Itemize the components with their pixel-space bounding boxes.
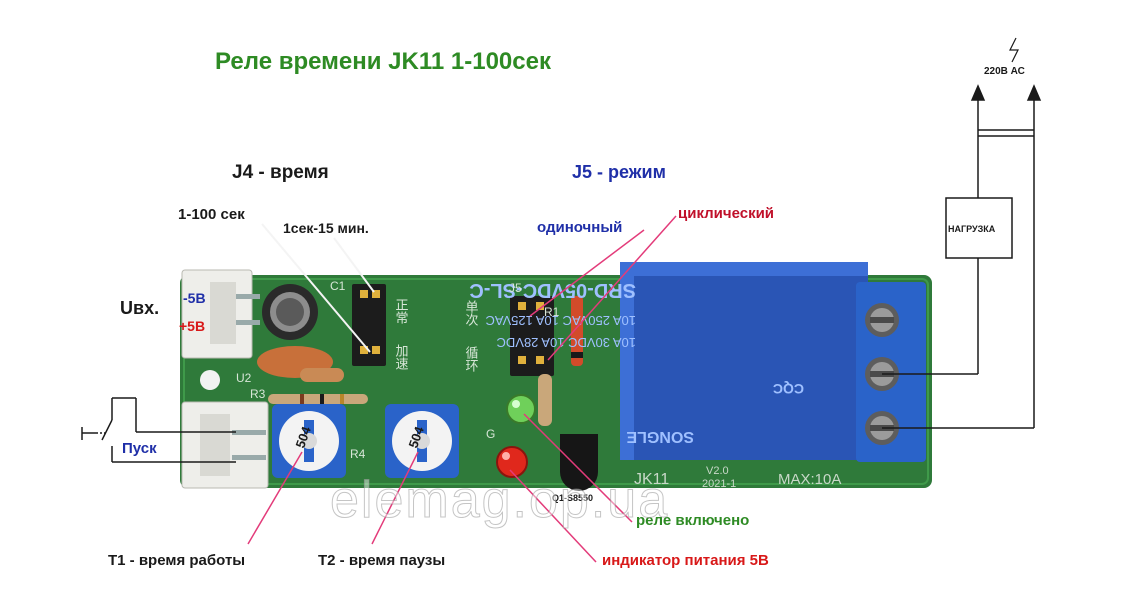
- potentiometer-t2: [385, 404, 459, 478]
- label-input-voltage: Uвх.: [120, 298, 160, 318]
- silk-g: G: [486, 427, 495, 441]
- relay-model: SRD-05VDC-SL-C: [469, 279, 636, 301]
- load-box: [945, 197, 1013, 259]
- pointer-lines-pink: [247, 215, 677, 563]
- transistor-q1: [560, 434, 598, 491]
- silk-u2: U2: [236, 371, 252, 385]
- label-transistor: Q1-S8550: [552, 493, 594, 503]
- jumper-j4: [352, 284, 386, 366]
- label-t1: Т1 - время работы: [108, 552, 246, 569]
- page-title: Реле времени JK11 1-100сек: [215, 48, 551, 75]
- label-t2: Т2 - время паузы: [318, 552, 446, 569]
- pcb-board-edge: [183, 278, 929, 485]
- label-mains: 220В АС: [984, 66, 1025, 77]
- silk-c1: C1: [330, 279, 346, 293]
- pointer-lines-black: [261, 223, 375, 353]
- label-range-1-100: 1-100 сек: [178, 206, 245, 223]
- silk-r4: R4: [350, 447, 366, 461]
- label-start: Пуск: [122, 440, 157, 457]
- relay-rating-2: 10A 30VDC 10A 28VDC: [497, 335, 636, 350]
- silk-j5: J5: [509, 281, 522, 295]
- diode: [571, 296, 583, 366]
- terminal-block: [856, 282, 926, 462]
- start-switch-symbol: [81, 397, 236, 463]
- label-power-indicator: индикатор питания 5В: [602, 552, 769, 569]
- potentiometer-t1: [272, 404, 346, 478]
- resistor-r3: [268, 394, 368, 404]
- board-date: 2021-1: [702, 478, 736, 490]
- silk-cn-speed: 加速: [393, 344, 409, 370]
- silk-cn-single: 单次: [463, 300, 479, 326]
- silk-r3: R3: [250, 387, 266, 401]
- resistor-r1: [538, 374, 552, 426]
- relay: [620, 262, 868, 460]
- label-minus-5v: -5В: [183, 290, 206, 306]
- label-load: НАГРУЗКА: [948, 224, 996, 234]
- board-max: MAX:10A: [778, 471, 841, 488]
- mounting-hole: [200, 370, 220, 390]
- silk-cn-normal: 正常: [393, 298, 409, 324]
- label-single-mode: одиночный: [537, 219, 623, 236]
- pot-t1-code: 504: [292, 424, 314, 450]
- board-name: JK11: [634, 471, 669, 488]
- label-plus-5v: +5В: [179, 318, 206, 334]
- label-relay-on: реле включено: [636, 512, 750, 529]
- label-cyclic-mode: циклический: [678, 205, 775, 222]
- board-version: V2.0: [706, 465, 729, 477]
- label-j4: J4 - время: [232, 162, 329, 183]
- label-range-1s-15min: 1сек-15 мин.: [283, 220, 369, 236]
- relay-brand: SONGLE: [626, 428, 694, 445]
- load-wiring: [882, 37, 1042, 429]
- silk-cn-cycle: 循环: [463, 346, 479, 372]
- pot-t2-code: 504: [405, 424, 427, 450]
- watermark: elemag.op.ua: [329, 471, 670, 530]
- led-green: [506, 394, 536, 424]
- silk-r1: R1: [544, 305, 560, 319]
- relay-rating-1: 10A 250VAC 10A 125VAC: [485, 313, 636, 328]
- label-j5: J5 - режим: [572, 162, 666, 182]
- relay-cqc: CQC: [773, 381, 804, 397]
